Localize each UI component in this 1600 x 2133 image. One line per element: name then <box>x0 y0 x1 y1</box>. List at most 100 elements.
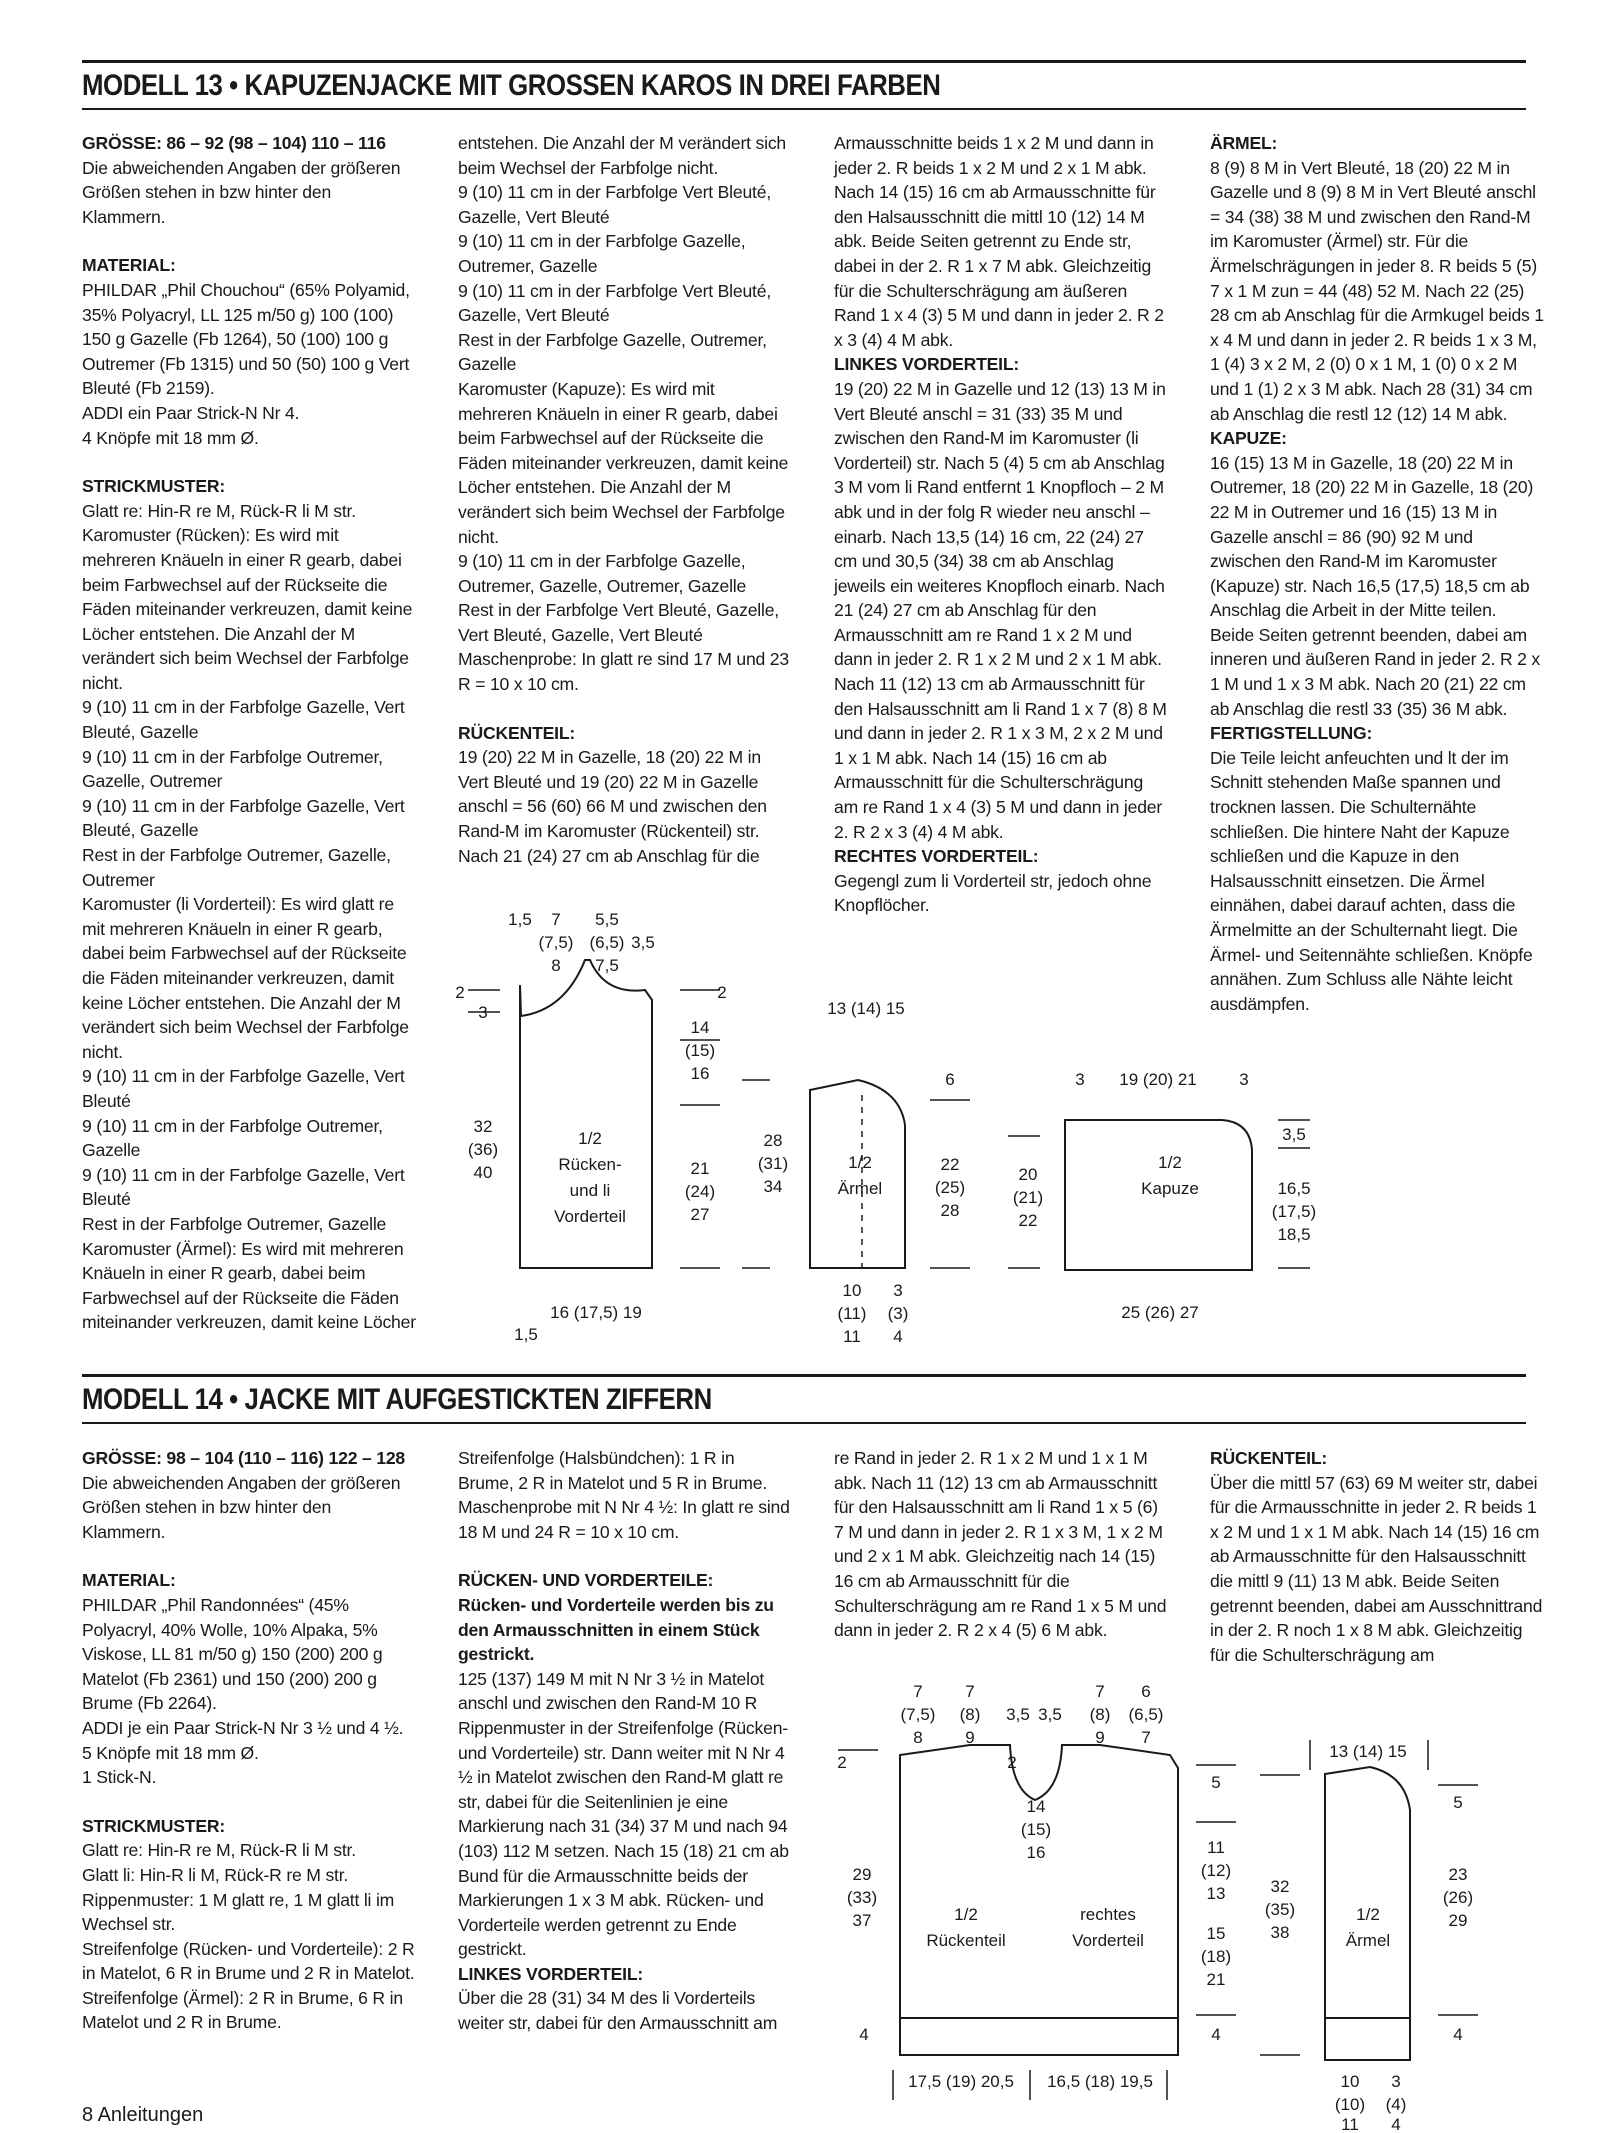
section-heading: STRICKMUSTER: <box>82 476 226 497</box>
dimension-label: 38 <box>1271 1923 1290 1942</box>
paragraph: Die abweichenden Angaben der größeren Gr… <box>82 1472 401 1542</box>
m13-dimensions: 1,5 7 5,5 (7,5) (6,5) 3,5 8 7,5 2 3 2 14… <box>455 910 1316 1346</box>
section-heading: RÜCKEN- UND VORDERTEILE: <box>458 1570 714 1591</box>
dimension-label: 4 <box>1211 2025 1220 2044</box>
dimension-label: 3,5 <box>1282 1125 1306 1144</box>
paragraph: Karomuster (Kapuze): Es wird mit mehrere… <box>458 378 789 547</box>
paragraph: Rest in der Farbfolge Vert Bleuté, Gazel… <box>458 600 779 645</box>
section-name: Anleitungen <box>97 2104 204 2126</box>
dimension-label: 7,5 <box>595 956 619 975</box>
section-heading: LINKES VORDERTEIL: <box>458 1963 644 1984</box>
dimension-label: 5 <box>1211 1773 1220 1792</box>
dimension-label: 16,5 (18) 19,5 <box>1047 2072 1153 2091</box>
paragraph: entstehen. Die Anzahl der M verändert si… <box>458 133 787 178</box>
paragraph: Rippenmuster: 1 M glatt re, 1 M glatt li… <box>82 1889 395 1935</box>
dimension-label: 2 <box>717 983 726 1002</box>
paragraph: 1 Stick-N. <box>82 1767 157 1788</box>
dimension-label: 10 <box>1341 2072 1360 2091</box>
paragraph: Karomuster (Rücken): Es wird mit mehrere… <box>82 525 413 693</box>
dimension-label: 2 <box>1007 1753 1016 1772</box>
modell-13-title: MODELL 13 • KAPUZENJACKE MIT GROSSEN KAR… <box>82 69 941 102</box>
dimension-label: 15 <box>1207 1924 1226 1943</box>
dimension-label: 14 <box>1027 1797 1046 1816</box>
m13-column-4: ÄRMEL:8 (9) 8 M in Vert Bleuté, 18 (20) … <box>1210 131 1544 1016</box>
dimension-label: (33) <box>847 1888 877 1907</box>
dimension-label: (17,5) <box>1272 1202 1316 1221</box>
section-heading: RECHTES VORDERTEIL: <box>834 846 1039 867</box>
dimension-label: 3 <box>1239 1070 1248 1089</box>
section-heading: RÜCKENTEIL: <box>458 722 576 743</box>
dimension-label: 14 <box>691 1018 710 1037</box>
m14-sleeve-label-1: 1/2 <box>1356 1905 1380 1924</box>
dimension-label: (7,5) <box>539 933 574 952</box>
dimension-label: 6 <box>945 1070 954 1089</box>
dimension-label: (4) <box>1386 2095 1407 2114</box>
dimension-label: 3,5 <box>1038 1705 1062 1724</box>
dimension-label: 5,5 <box>595 910 619 929</box>
page-footer: 8 Anleitungen <box>82 2104 203 2127</box>
paragraph: Karomuster (Ärmel): Es wird mit mehreren… <box>82 1238 416 1333</box>
dimension-label: 18,5 <box>1277 1225 1310 1244</box>
paragraph: 9 (10) 11 cm in der Farbfolge Outremer, … <box>82 746 383 792</box>
m14-sleeve-outline <box>1324 1765 1411 2061</box>
paragraph: PHILDAR „Phil Chouchou“ (65% Polyamid, 3… <box>82 279 410 399</box>
dimension-label: 7 <box>913 1682 922 1701</box>
dimension-label: 4 <box>1391 2115 1400 2133</box>
dimension-label: 5 <box>1453 1793 1462 1812</box>
dimension-label: 9 <box>965 1728 974 1747</box>
paragraph: Die Teile leicht anfeuchten und lt der i… <box>1210 747 1533 1014</box>
dimension-label: 6 <box>1141 1682 1150 1701</box>
dimension-label: 40 <box>474 1163 493 1182</box>
dimension-label: 22 <box>1019 1211 1038 1230</box>
paragraph: Maschenprobe: In glatt re sind 17 M und … <box>458 649 789 695</box>
dimension-label: (8) <box>960 1705 981 1724</box>
dimension-label: 21 <box>691 1159 710 1178</box>
paragraph: Maschenprobe mit N Nr 4 ½: In glatt re s… <box>458 1497 790 1542</box>
paragraph: PHILDAR „Phil Randonnées“ (45% Polyacryl… <box>82 1594 383 1714</box>
paragraph: Die abweichenden Angaben der größeren Gr… <box>82 157 401 227</box>
m13-column-3: Armausschnitte beids 1 x 2 M und dann in… <box>834 131 1168 918</box>
paragraph: 9 (10) 11 cm in der Farbfolge Gazelle, V… <box>82 697 405 743</box>
page-number: 8 <box>82 2104 94 2126</box>
paragraph: Glatt re: Hin-R re M, Rück-R li M str. <box>82 500 356 521</box>
m13-body-label-2: Rücken- <box>558 1155 621 1174</box>
section-heading: GRÖSSE: 86 – 92 (98 – 104) 110 – 116 <box>82 133 386 153</box>
paragraph: 9 (10) 11 cm in der Farbfolge Outremer, … <box>82 1115 383 1161</box>
m13-body-label-1: 1/2 <box>578 1129 602 1148</box>
dimension-label: (15) <box>1021 1820 1051 1839</box>
m13-sleeve-label-2: Ärmel <box>838 1179 882 1198</box>
dimension-label: (36) <box>468 1140 498 1159</box>
m14-column-3: re Rand in jeder 2. R 1 x 2 M und 1 x 1 … <box>834 1446 1168 1643</box>
dimension-label: 16 <box>1027 1843 1046 1862</box>
paragraph: ADDI je ein Paar Strick-N Nr 3 ½ und 4 ½… <box>82 1717 404 1738</box>
dimension-label: 8 <box>913 1728 922 1747</box>
section-heading: GRÖSSE: 98 – 104 (110 – 116) 122 – 128 <box>82 1448 406 1468</box>
dimension-label: 10 <box>843 1281 862 1300</box>
modell-14-title: MODELL 14 • JACKE MIT AUFGESTICKTEN ZIFF… <box>82 1383 712 1416</box>
paragraph: 9 (10) 11 cm in der Farbfolge Gazelle, V… <box>82 1164 405 1210</box>
dimension-label: 28 <box>941 1201 960 1220</box>
dimension-label: 16 (17,5) 19 <box>550 1303 642 1322</box>
dimension-label: 7 <box>1141 1728 1150 1747</box>
dimension-label: 27 <box>691 1205 710 1224</box>
m14-sleeve-label-2: Ärmel <box>1346 1931 1390 1950</box>
dimension-label: 1,5 <box>514 1325 538 1344</box>
dimension-label: 16 <box>691 1064 710 1083</box>
dimension-label: 29 <box>853 1865 872 1884</box>
m13-body-label-3: und li <box>570 1181 611 1200</box>
dimension-label: 3,5 <box>1006 1705 1030 1724</box>
dimension-label: (24) <box>685 1182 715 1201</box>
section-rule <box>82 1374 1526 1377</box>
paragraph: 19 (20) 22 M in Gazelle, 18 (20) 22 M in… <box>458 747 767 866</box>
paragraph: Rest in der Farbfolge Outremer, Gazelle <box>82 1213 387 1234</box>
section-heading: FERTIGSTELLUNG: <box>1210 723 1373 744</box>
section-heading: RÜCKENTEIL: <box>1210 1448 1328 1468</box>
m13-hood-outline <box>1064 1119 1253 1271</box>
paragraph: re Rand in jeder 2. R 1 x 2 M und 1 x 1 … <box>834 1448 1167 1641</box>
paragraph: ADDI ein Paar Strick-N Nr 4. <box>82 402 300 423</box>
dimension-label: 2 <box>837 1753 846 1772</box>
paragraph: 16 (15) 13 M in Gazelle, 18 (20) 22 M in… <box>1210 452 1541 719</box>
dimension-label: 8 <box>551 956 560 975</box>
